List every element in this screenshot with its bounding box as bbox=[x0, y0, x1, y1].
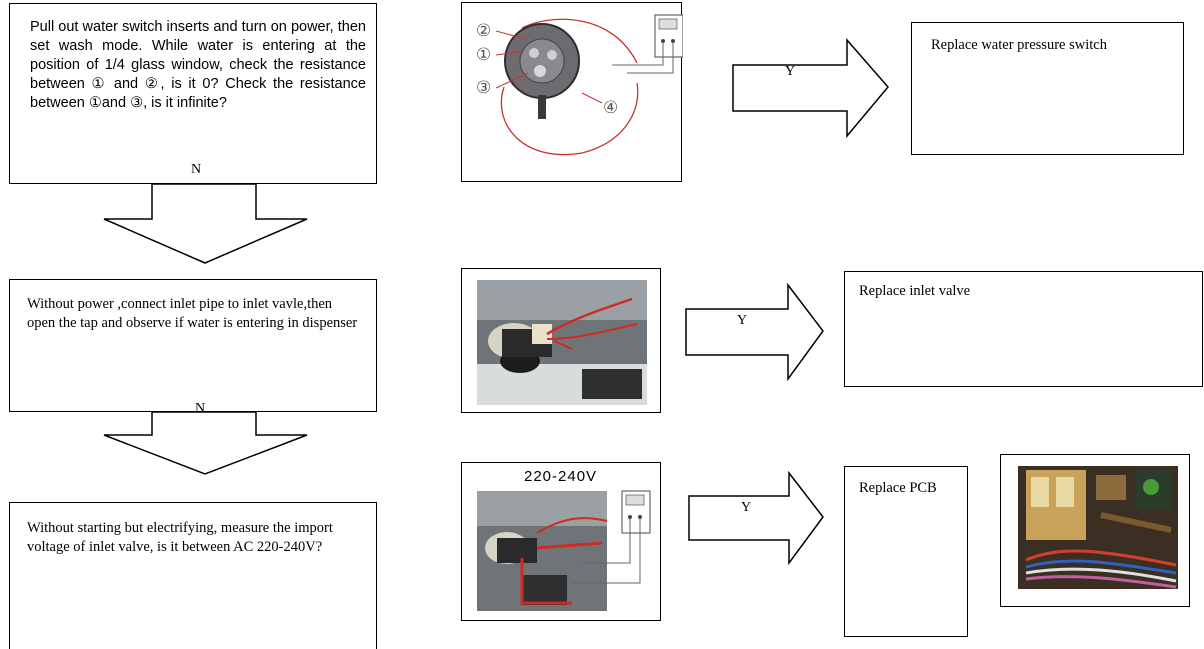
action-box-3: Replace PCB bbox=[844, 466, 968, 637]
step-box-2: Without power ,connect inlet pipe to inl… bbox=[9, 279, 377, 416]
marker-1: ① bbox=[476, 45, 491, 65]
step-1-text: Pull out water switch inserts and turn o… bbox=[30, 19, 366, 111]
step-3-text: Without starting but electrifying, measu… bbox=[27, 520, 333, 555]
figure-pressure-switch-box: ② ① ③ ④ bbox=[461, 2, 684, 182]
figure-inlet-valve-box bbox=[461, 268, 661, 413]
yes-label-1: Y bbox=[785, 64, 796, 79]
yes-label-2: Y bbox=[737, 313, 748, 328]
right-arrow-3 bbox=[688, 470, 824, 566]
pcb-photo bbox=[1018, 466, 1178, 589]
action-box-2: Replace inlet valve bbox=[844, 271, 1203, 387]
step-2-text: Without power ,connect inlet pipe to inl… bbox=[27, 296, 358, 331]
right-arrow-1 bbox=[732, 37, 889, 139]
inlet-valve-photo bbox=[477, 280, 647, 405]
marker-4: ④ bbox=[603, 98, 618, 118]
step-1-no-label: N bbox=[191, 162, 202, 177]
pressure-switch-illustration: ② ① ③ ④ bbox=[476, 14, 684, 156]
down-arrow-1 bbox=[103, 183, 308, 264]
step-box-1: Pull out water switch inserts and turn o… bbox=[9, 3, 377, 184]
right-arrow-2 bbox=[685, 282, 824, 382]
step-box-3: Without starting but electrifying, measu… bbox=[9, 502, 377, 649]
down-arrow-2 bbox=[103, 411, 308, 475]
action-2-text: Replace inlet valve bbox=[859, 283, 971, 299]
step-2-no-label: N bbox=[195, 401, 206, 416]
action-1-text: Replace water pressure switch bbox=[931, 37, 1107, 53]
yes-label-3: Y bbox=[741, 500, 752, 515]
marker-3: ③ bbox=[476, 78, 491, 98]
figure-pcb-box bbox=[1000, 454, 1190, 607]
voltage-measure-illustration bbox=[477, 490, 651, 611]
figure-voltage-box: 220-240V bbox=[461, 462, 661, 621]
marker-2: ② bbox=[476, 21, 491, 41]
action-box-1: Replace water pressure switch bbox=[911, 22, 1184, 155]
voltage-label: 220-240V bbox=[524, 468, 598, 485]
action-3-text: Replace PCB bbox=[859, 480, 937, 496]
